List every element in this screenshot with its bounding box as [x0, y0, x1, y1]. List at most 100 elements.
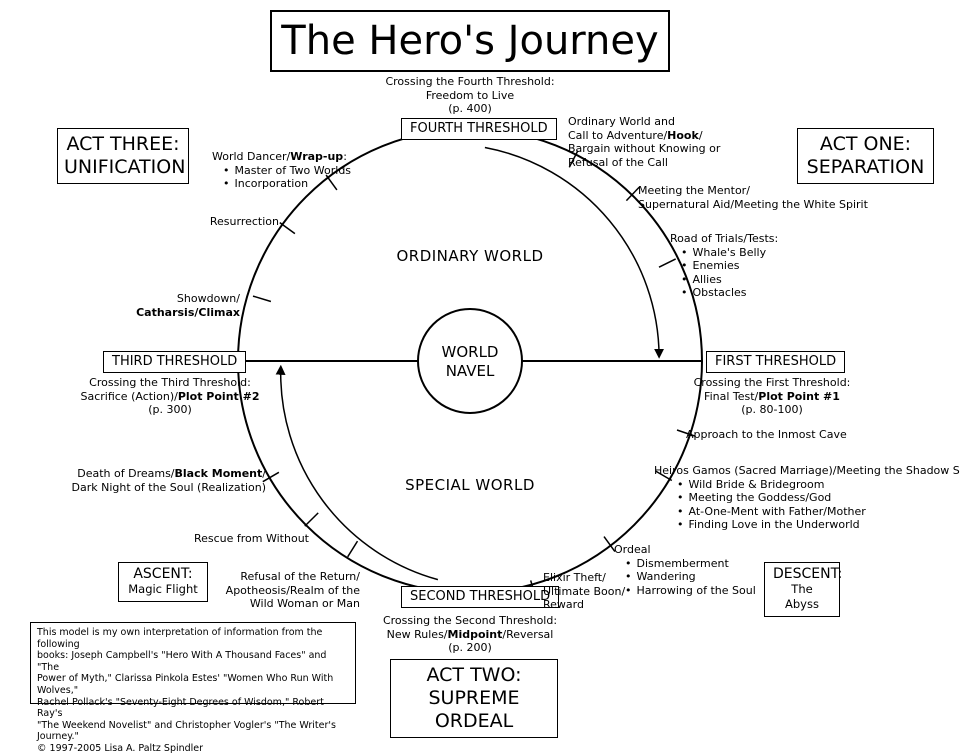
world-navel-circle	[417, 308, 523, 414]
tick-ordinary-world	[568, 150, 579, 168]
ordinary-world-line-4: Refusal of the Call	[568, 155, 668, 169]
act-three-subtitle: UNIFICATION	[64, 156, 186, 178]
ascent-subtitle: Magic Flight	[128, 582, 198, 596]
list-item: Wild Bride & Bridegroom	[688, 478, 960, 492]
act-two-box: ACT TWO: SUPREME ORDEAL	[390, 659, 558, 738]
stage-showdown: Showdown/ Catharsis/Climax	[136, 292, 240, 319]
death-dreams-line-2: Dark Night of the Soul (Realization)	[71, 480, 266, 494]
stage-death-of-dreams: Death of Dreams/Black Moment/ Dark Night…	[72, 467, 266, 494]
list-item: Wandering	[636, 570, 756, 584]
act-one-heading: ACT ONE:	[819, 133, 912, 155]
first-crossing-line-3: (p. 80-100)	[741, 403, 803, 416]
tick-resurrection	[279, 221, 296, 235]
world-navel-label: WORLD NAVEL	[420, 343, 520, 381]
trials-list: Whale's Belly Enemies Allies Obstacles	[670, 246, 778, 300]
note-line-6: © 1997-2005 Lisa A. Paltz Spindler	[37, 742, 204, 754]
ascent-box: ASCENT: Magic Flight	[118, 562, 208, 602]
list-item: Harrowing of the Soul	[636, 584, 756, 598]
attribution-note: This model is my own interpretation of i…	[30, 622, 356, 754]
refusal-return-line-2: Apotheosis/Realm of the	[225, 583, 360, 597]
stage-ordinary-world: Ordinary World and Call to Adventure/Hoo…	[568, 115, 720, 169]
list-item: Enemies	[692, 259, 778, 273]
list-item: Allies	[692, 273, 778, 287]
ordinary-world-line-2: Call to Adventure/Hook/	[568, 128, 703, 142]
tick-approach	[676, 429, 695, 437]
third-crossing-line-3: (p. 300)	[148, 403, 192, 416]
stage-resurrection: Resurrection	[209, 215, 279, 228]
act-two-heading: ACT TWO:	[426, 664, 522, 686]
list-item: Obstacles	[692, 286, 778, 300]
ordeal-heading: Ordeal	[614, 543, 651, 556]
elixir-line-1: Elixir Theft/	[543, 571, 606, 584]
world-navel-line-1: WORLD	[441, 343, 499, 361]
fourth-crossing-line-3: (p. 400)	[448, 102, 492, 115]
tick-death-dreams	[262, 471, 280, 483]
stage-road-of-trials: Road of Trials/Tests: Whale's Belly Enem…	[670, 232, 778, 300]
stage-ordeal: Ordeal Dismemberment Wandering Harrowing…	[614, 543, 756, 597]
trials-heading: Road of Trials/Tests:	[670, 232, 779, 245]
first-threshold-label: FIRST THRESHOLD	[706, 351, 846, 373]
stage-approach-inmost-cave: Approach to the Inmost Cave	[686, 428, 847, 441]
first-crossing-line-1: Crossing the First Threshold:	[693, 376, 851, 389]
stage-heiros-gamos: Heiros Gamos (Sacred Marriage)/Meeting t…	[654, 464, 960, 532]
tick-showdown	[252, 295, 272, 303]
third-threshold-label: THIRD THRESHOLD	[103, 351, 247, 373]
stage-mentor: Meeting the Mentor/ Supernatural Aid/Mee…	[638, 184, 868, 211]
tick-rescue	[304, 512, 319, 527]
third-crossing-line-1: Crossing the Third Threshold:	[89, 376, 251, 389]
heros-journey-diagram: The Hero's Journey ACT THREE: UNIFICATIO…	[0, 0, 960, 721]
act-one-subtitle: SEPARATION	[806, 156, 925, 178]
descent-arrow	[484, 146, 665, 359]
refusal-return-line-1: Refusal of the Return/	[240, 570, 360, 583]
second-crossing-line-2: New Rules/Midpoint/Reversal	[386, 627, 554, 641]
note-line-3: Power of Myth," Clarissa Pinkola Estes' …	[37, 673, 334, 696]
tick-heiros	[655, 470, 673, 482]
list-item: Master of Two Worlds	[234, 164, 352, 178]
stage-fourth-crossing: Crossing the Fourth Threshold: Freedom t…	[380, 75, 560, 116]
stage-third-crossing: Crossing the Third Threshold: Sacrifice …	[80, 376, 260, 417]
stage-elixir-theft: Elixir Theft/ Ultimate Boon/ Reward	[543, 571, 625, 612]
special-world-label: SPECIAL WORLD	[405, 476, 535, 494]
third-crossing-line-2: Sacrifice (Action)/Plot Point #2	[80, 389, 260, 403]
first-crossing-line-2: Final Test/Plot Point #1	[704, 389, 840, 403]
showdown-line-1: Showdown/	[176, 292, 240, 305]
tick-trials	[658, 258, 677, 268]
second-crossing-line-3: (p. 200)	[448, 641, 492, 654]
note-line-4: Rachel Pollack's "Seventy-Eight Degrees …	[37, 696, 324, 720]
ordinary-world-line-3: Bargain without Knowing or	[568, 142, 721, 155]
mentor-line-2: Supernatural Aid/Meeting the White Spiri…	[638, 197, 868, 211]
refusal-return-line-3: Wild Woman or Man	[249, 597, 360, 610]
tick-mentor	[625, 186, 640, 202]
stage-refusal-of-return: Refusal of the Return/ Apotheosis/Realm …	[226, 570, 360, 611]
act-two-subtitle: SUPREME ORDEAL	[428, 687, 520, 732]
ordinary-world-line-1: Ordinary World and	[568, 115, 675, 128]
list-item: Dismemberment	[636, 557, 756, 571]
tick-refusal-return	[347, 540, 359, 558]
ordinary-world-label: ORDINARY WORLD	[396, 247, 544, 265]
stage-first-crossing: Crossing the First Threshold: Final Test…	[682, 376, 862, 417]
heiros-list: Wild Bride & Bridegroom Meeting the Godd…	[654, 478, 960, 532]
ordeal-list: Dismemberment Wandering Harrowing of the…	[614, 557, 756, 598]
list-item: Finding Love in the Underworld	[688, 518, 960, 532]
note-line-2: books: Joseph Campbell's "Hero With A Th…	[37, 650, 327, 673]
list-item: Incorporation	[234, 177, 351, 191]
descent-box: DESCENT: The Abyss	[764, 562, 842, 617]
act-three-box: ACT THREE: UNIFICATION	[57, 128, 189, 184]
descent-subtitle: The Abyss	[785, 582, 819, 611]
world-navel-line-2: NAVEL	[445, 362, 495, 380]
second-threshold-label: SECOND THRESHOLD	[401, 586, 560, 608]
stage-rescue-from-without: Rescue from Without	[193, 532, 309, 545]
showdown-line-2: Catharsis/Climax	[136, 305, 240, 319]
list-item: At-One-Ment with Father/Mother	[688, 505, 960, 519]
mentor-line-1: Meeting the Mentor/	[638, 184, 750, 197]
act-three-heading: ACT THREE:	[66, 133, 180, 155]
fourth-crossing-line-1: Crossing the Fourth Threshold:	[385, 75, 555, 88]
tick-ordeal	[603, 536, 616, 553]
stage-ticks	[252, 150, 695, 599]
note-line-5: "The Weekend Novelist" and Christopher V…	[37, 719, 336, 743]
list-item: Whale's Belly	[692, 246, 778, 260]
heiros-heading: Heiros Gamos (Sacred Marriage)/Meeting t…	[654, 464, 960, 477]
fourth-threshold-label: FOURTH THRESHOLD	[401, 118, 557, 140]
ascent-arrow	[275, 364, 439, 581]
act-one-box: ACT ONE: SEPARATION	[797, 128, 934, 184]
